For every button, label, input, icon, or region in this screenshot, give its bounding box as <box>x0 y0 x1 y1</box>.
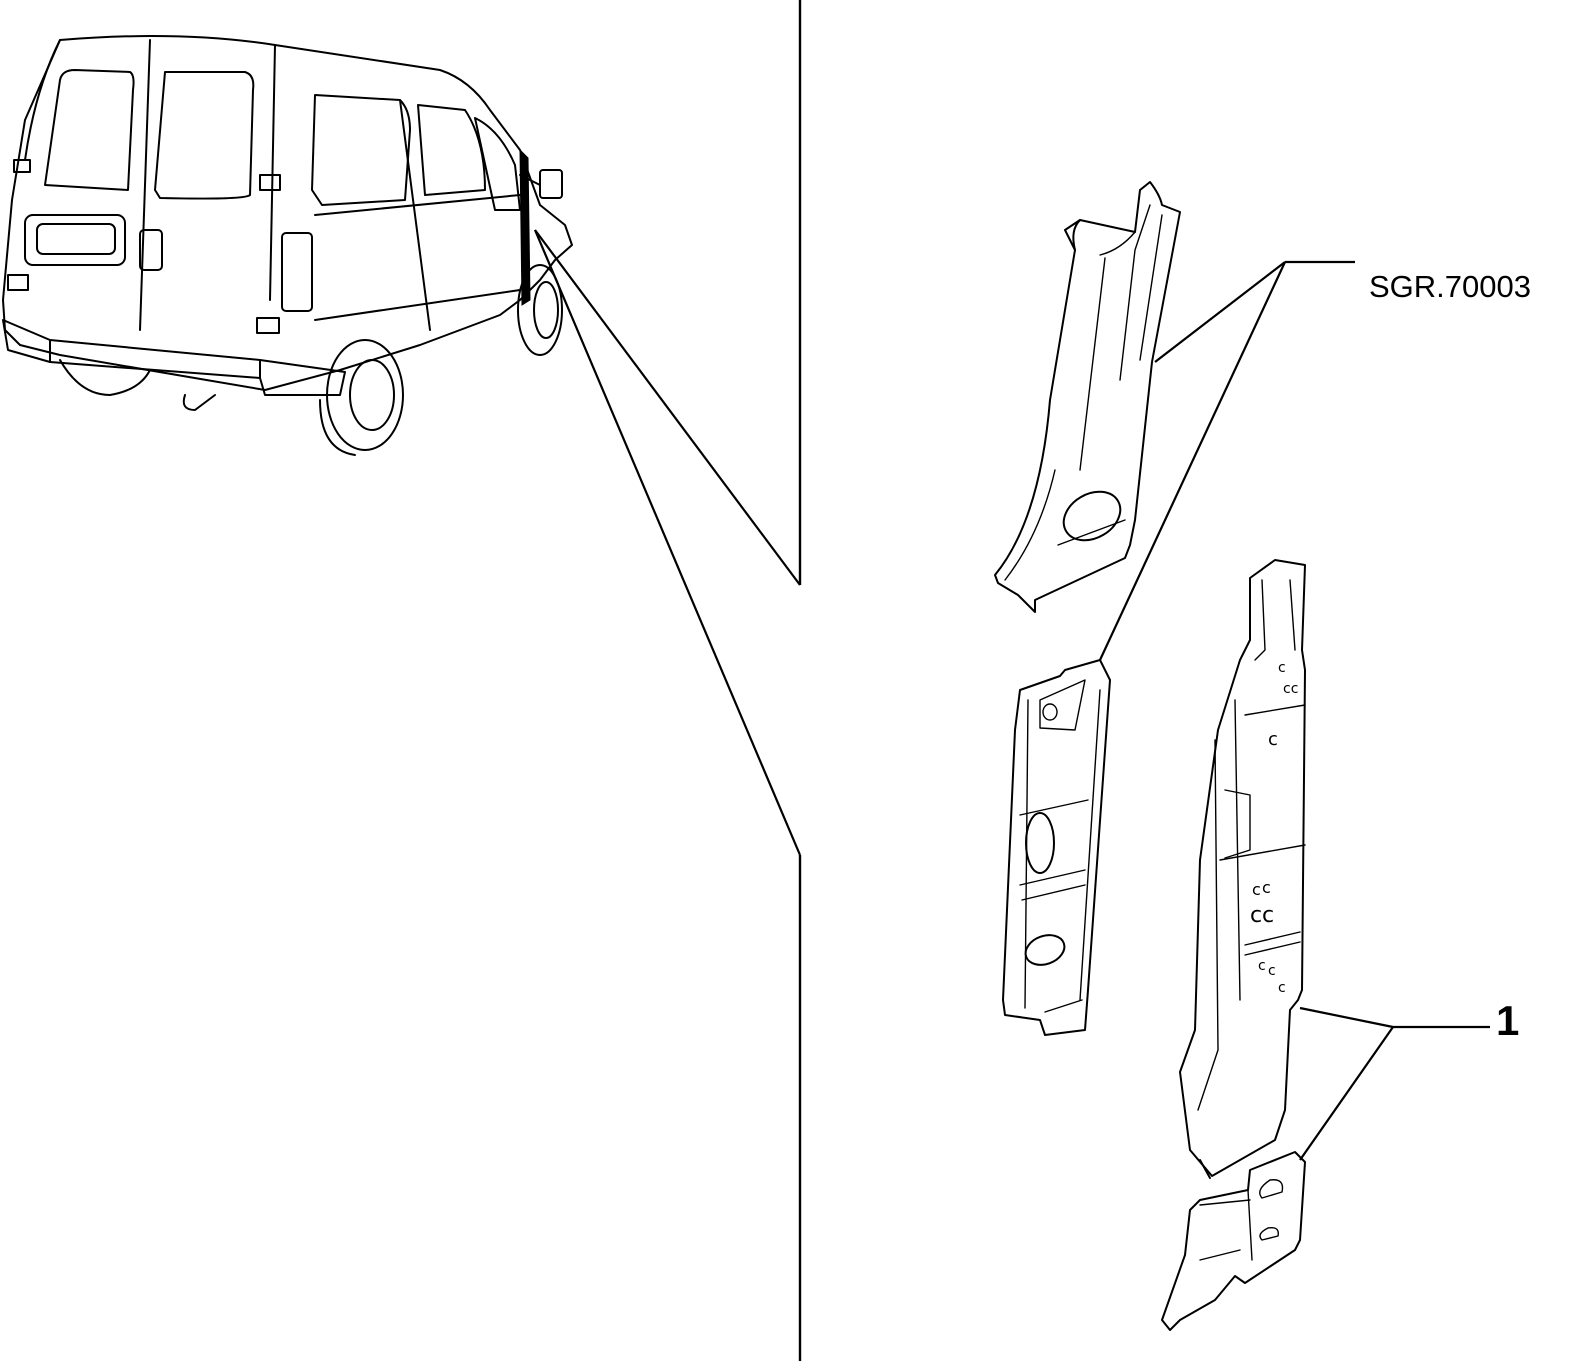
part-reference-label: SGR.70003 <box>1369 269 1531 304</box>
svg-text:c: c <box>1258 958 1266 974</box>
foot-bracket-part <box>1161 1151 1306 1331</box>
callout-lines <box>533 229 802 856</box>
svg-text:cc: cc <box>1283 681 1298 697</box>
highlighted-pillar <box>519 148 531 306</box>
svg-text:c: c <box>1268 729 1278 750</box>
svg-text:c: c <box>1278 660 1286 676</box>
svg-text:c: c <box>1262 903 1274 928</box>
svg-text:c: c <box>1278 980 1286 996</box>
middle-pillar-part <box>1002 659 1111 1036</box>
label-leaders <box>1099 260 1490 1161</box>
upper-pillar-part <box>994 181 1181 613</box>
item-number-label: 1 <box>1496 997 1520 1044</box>
van-illustration <box>2 35 573 456</box>
svg-text:c: c <box>1262 878 1271 897</box>
svg-text:c: c <box>1252 880 1261 899</box>
svg-text:c: c <box>1268 963 1276 979</box>
svg-text:c: c <box>1250 903 1262 928</box>
lower-pillar-part: c cc c c c c c c c c <box>1179 559 1306 1179</box>
